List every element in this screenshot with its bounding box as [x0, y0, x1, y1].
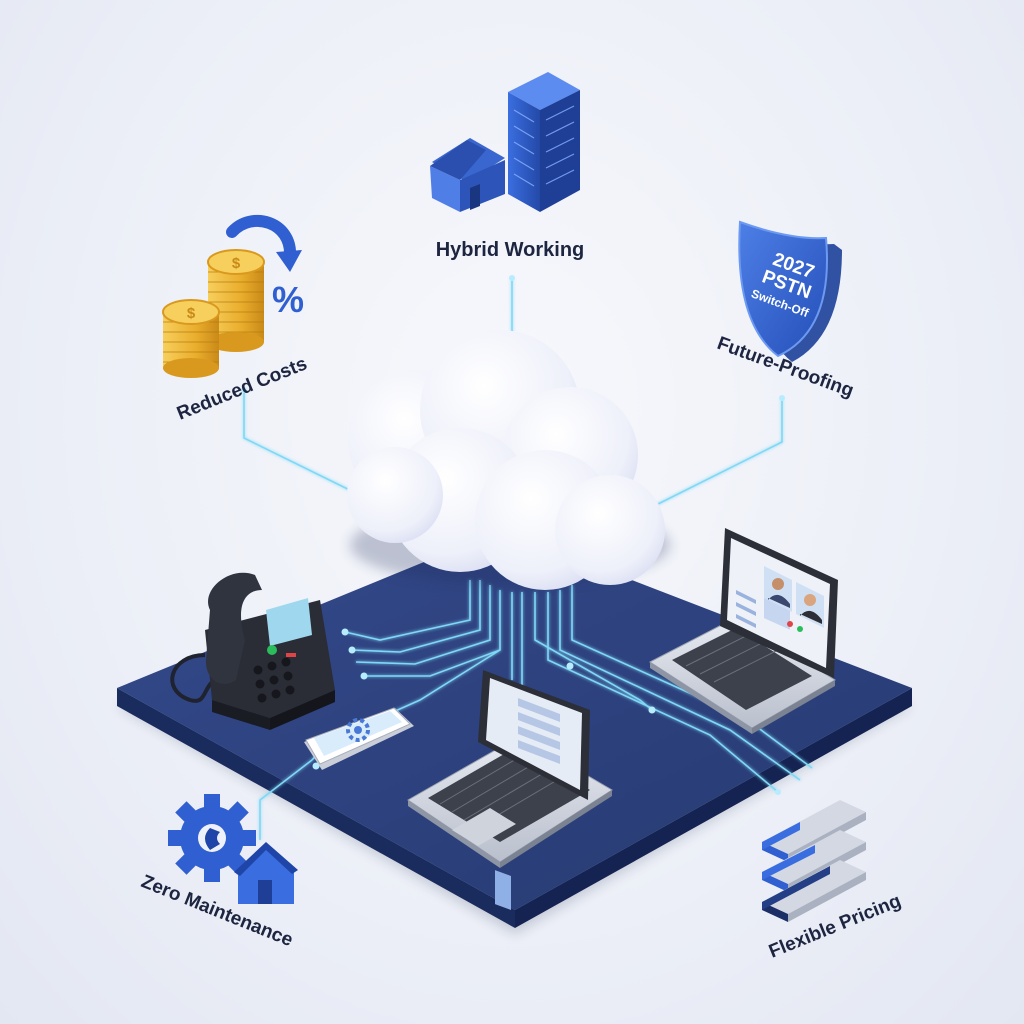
pricing-bars-icon: [762, 800, 866, 922]
currency-symbol-back: $: [232, 255, 241, 272]
coin-stack-icon: $ $ %: [162, 214, 304, 378]
laptop-center-icon: [407, 670, 613, 910]
video-participant-2: [796, 582, 824, 628]
smartphone-icon: [304, 707, 414, 770]
desk-phone-icon: [170, 572, 335, 730]
laptop-right-icon: [649, 528, 838, 734]
gear-and-house-icon: [168, 794, 298, 904]
house-and-office-building-icon: [430, 72, 580, 212]
currency-symbol-front: $: [187, 305, 196, 322]
cloud-icon: [347, 330, 670, 590]
feature-label-hybrid-working: Hybrid Working: [436, 239, 585, 261]
coin-stack-back: $: [207, 249, 265, 352]
percent-icon: %: [272, 279, 304, 320]
refresh-arrow-icon: [226, 214, 302, 272]
coin-stack-front: $: [162, 299, 220, 378]
video-participant-1: [764, 566, 792, 612]
shield-icon: 2027 PSTN Switch-Off: [738, 220, 842, 362]
connector-nodes: [241, 275, 785, 795]
